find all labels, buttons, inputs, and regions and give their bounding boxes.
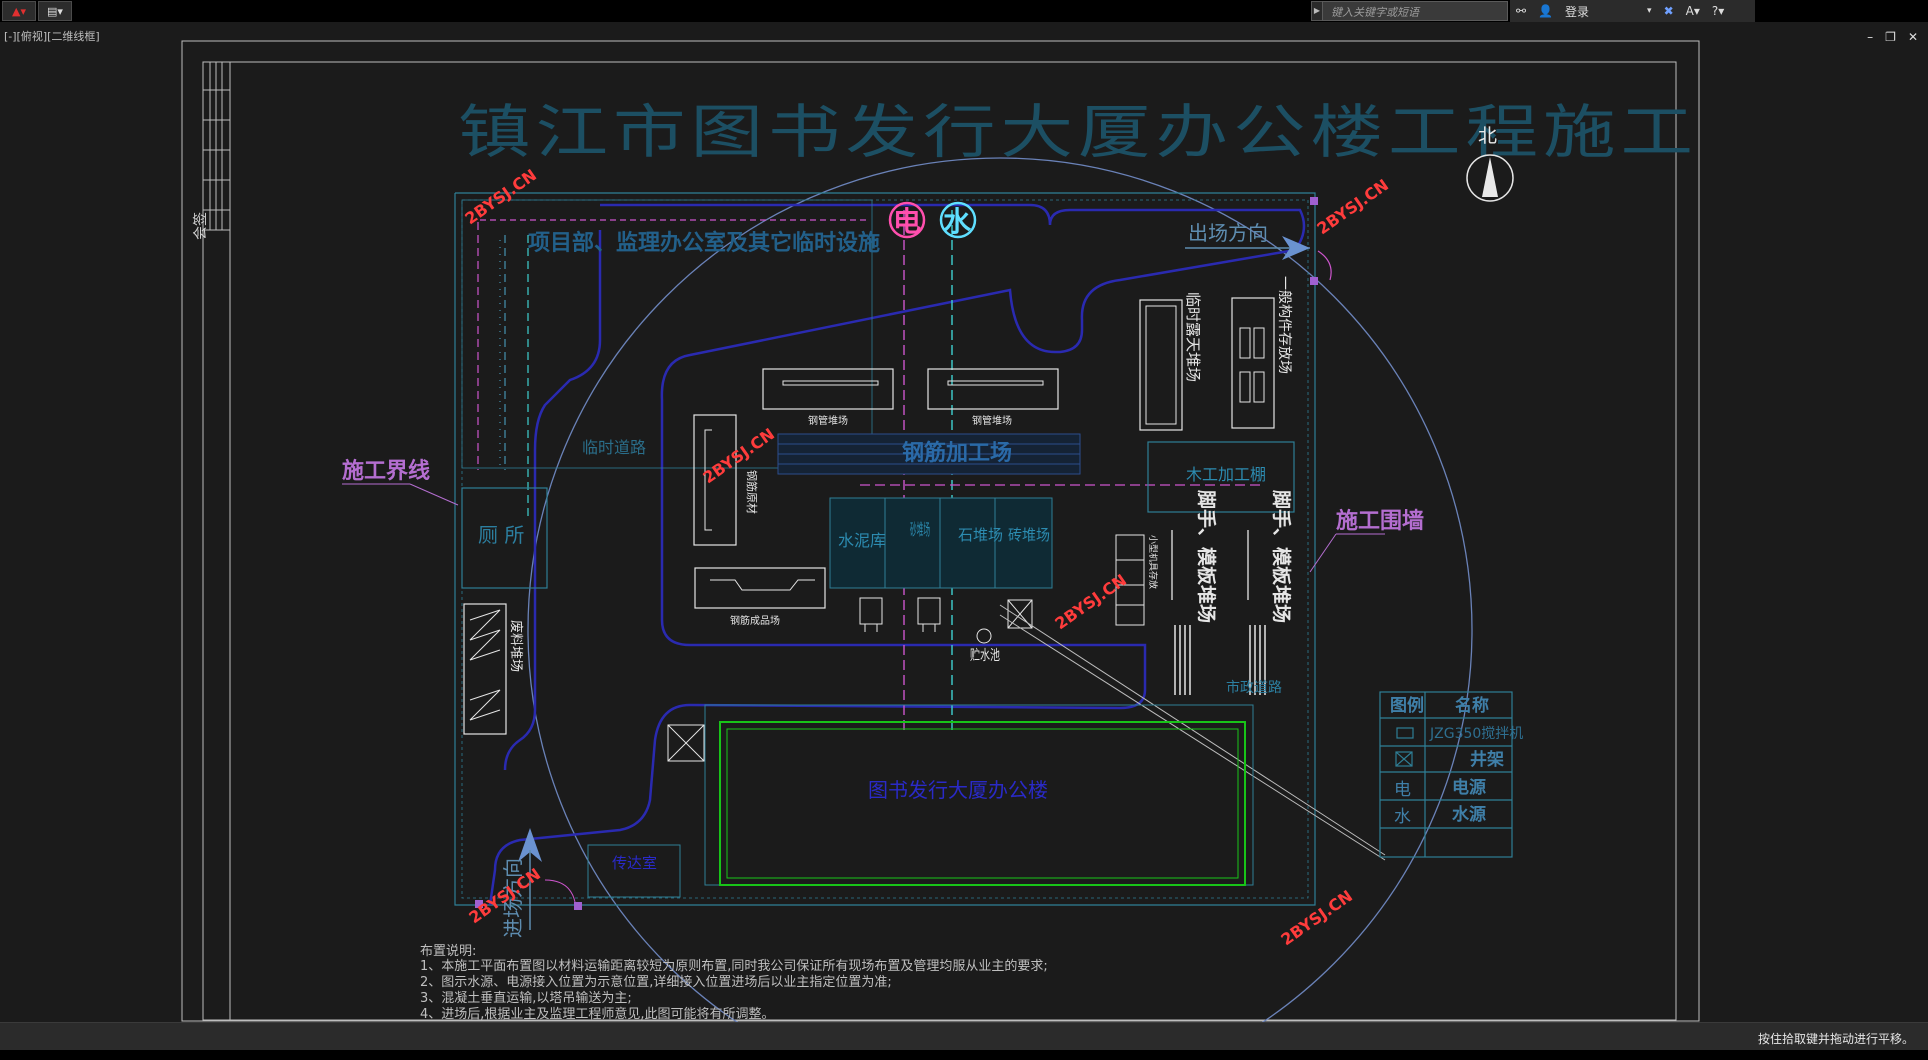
cement-store-label: 水泥库 xyxy=(838,531,886,550)
legend-water-icon: 水 xyxy=(1394,807,1411,827)
legend-row-mixer: JZG350搅拌机 xyxy=(1429,726,1523,742)
water-mark: 水 xyxy=(943,205,972,238)
autodesk-icon[interactable]: A▾ xyxy=(1685,4,1700,18)
electric-mark: 电 xyxy=(893,205,921,238)
mixers xyxy=(859,597,941,632)
notes-line-1: 1、本施工平面布置图以材料运输距离较短为原则布置,同时我公司保证所有现场布置及管… xyxy=(420,958,1048,974)
sheet-outer-frame xyxy=(181,40,1700,1022)
search-input[interactable]: 键入关键字或短语 xyxy=(1322,1,1508,21)
north-label: 北 xyxy=(1478,125,1497,147)
watermark-3: 2BYSJ.CN xyxy=(699,424,778,487)
help-icon[interactable]: ?▾ xyxy=(1711,4,1725,18)
formwork-2-label: 脚手、模板堆场 xyxy=(1270,490,1293,623)
minimize-icon[interactable]: – xyxy=(1867,30,1874,44)
watermark-2: 2BYSJ.CN xyxy=(1313,175,1392,238)
component-yard-label: 一般构件存放场 xyxy=(1276,276,1292,374)
wood-shed-label: 木工加工棚 xyxy=(1186,465,1266,484)
status-text: 按住拾取键并拖动进行平移。 xyxy=(1757,1032,1914,1046)
temp-yard-label: 临时露天堆场 xyxy=(1184,292,1202,382)
waste-yard-label: 废料堆场 xyxy=(508,620,524,672)
legend-row-frame: 井架 xyxy=(1470,749,1504,770)
brick-yard-label: 砖堆场 xyxy=(1008,526,1050,544)
toilet-label: 厕 所 xyxy=(478,523,524,547)
notes-title: 布置说明: xyxy=(420,944,476,959)
guard-label: 传达室 xyxy=(612,854,657,872)
rebar-yard-hatch xyxy=(777,433,1081,475)
north-compass: 北 xyxy=(1466,125,1514,202)
site-boundary xyxy=(454,192,1316,906)
zoom-circle xyxy=(527,157,1473,1022)
app-menu-button[interactable]: ▲▾ xyxy=(2,1,36,21)
login-button[interactable]: 登录 xyxy=(1565,4,1590,19)
legend-table xyxy=(1379,691,1513,858)
reservoir-label: 贮水池 xyxy=(970,648,1000,664)
legend-row-power: 电源 xyxy=(1452,777,1486,798)
status-bar: 按住拾取键并拖动进行平移。 xyxy=(0,1022,1928,1051)
close-icon[interactable]: ✕ xyxy=(1907,30,1918,44)
building-label: 图书发行大厦办公楼 xyxy=(868,778,1048,802)
exit-label: 出场方向 xyxy=(1188,221,1268,245)
office-zone-box xyxy=(461,199,873,469)
notes-line-4: 4、进场后,根据业主及监理工程师意见,此图可能将有所调整。 xyxy=(420,1006,775,1022)
notes-block: 布置说明: 1、本施工平面布置图以材料运输距离较短为原则布置,同时我公司保证所有… xyxy=(420,944,1048,1022)
notes-line-2: 2、图示水源、电源接入位置为示意位置,详细接入位置进场后以业主指定位置为准; xyxy=(420,974,892,990)
window-controls: – ❐ ✕ xyxy=(1867,30,1918,44)
legend-electric-icon: 电 xyxy=(1394,780,1411,800)
watermark-1: 2BYSJ.CN xyxy=(461,165,540,228)
frame-side-label: 会签 xyxy=(192,212,209,240)
quick-access-toolbar-button[interactable]: ▤▾ xyxy=(38,1,72,21)
title-bar: ▲▾ ▤▾ ▶ 键入关键字或短语 ⚯ 👤 登录 ▾ ✖ A▾ ?▾ xyxy=(0,0,1928,22)
temp-road-label: 临时道路 xyxy=(582,438,646,457)
pipe-yard-2-label: 钢管堆场 xyxy=(972,414,1012,427)
notes-line-3: 3、混凝土垂直运输,以塔吊输送为主; xyxy=(420,990,632,1006)
entry-label: 进场方向 xyxy=(501,858,525,938)
drawing-title: 镇江市图书发行大厦办公楼工程施工 xyxy=(458,98,1698,166)
misc-label: 市政道路 xyxy=(1226,679,1282,696)
pipe-yard-1-label: 钢管堆场 xyxy=(808,414,848,427)
chevron-down-icon[interactable]: ▾ xyxy=(1647,6,1652,16)
signature-block xyxy=(202,61,231,1021)
formwork-1-label: 脚手、模板堆场 xyxy=(1195,490,1218,623)
binoculars-icon[interactable]: ⚯ xyxy=(1516,4,1527,18)
legend-row-water: 水源 xyxy=(1452,804,1486,825)
stone-yard-label: 石堆场 xyxy=(958,526,1003,544)
watermark-4: 2BYSJ.CN xyxy=(1051,570,1130,633)
user-icon: 👤 xyxy=(1538,4,1554,18)
fence-label: 施工围墙 xyxy=(1336,508,1424,534)
rebar-yard-label: 钢筋加工场 xyxy=(902,440,1012,466)
utility-marker: 电 水 xyxy=(888,201,977,239)
exchange-icon[interactable]: ✖ xyxy=(1663,4,1674,18)
legend-header-b: 名称 xyxy=(1455,695,1489,716)
temp-road-path xyxy=(488,203,1306,906)
drawing-canvas[interactable]: 会签 镇江市图书发行大厦办公楼工程施工 北 项目部、监理办公室及其它临时设施 临… xyxy=(0,22,1928,1022)
bottom-strip xyxy=(0,1050,1928,1060)
watermark-6: 2BYSJ.CN xyxy=(1277,886,1356,949)
sand-yard-label: 砂堆场 xyxy=(910,520,930,539)
legend-header-a: 图例 xyxy=(1390,695,1424,716)
boundary-label: 施工界线 xyxy=(342,458,430,484)
office-zone-label: 项目部、监理办公室及其它临时设施 xyxy=(528,230,880,256)
restore-icon[interactable]: ❐ xyxy=(1885,30,1896,44)
small-tools-label: 小型机具存放 xyxy=(1147,535,1159,589)
material-stacks xyxy=(829,497,1053,589)
rebar-product-label: 钢筋成品场 xyxy=(730,614,780,627)
viewport-controls[interactable]: [-][俯视][二维线框] xyxy=(4,30,100,43)
rebar-material-label: 钢筋原材 xyxy=(745,470,759,514)
